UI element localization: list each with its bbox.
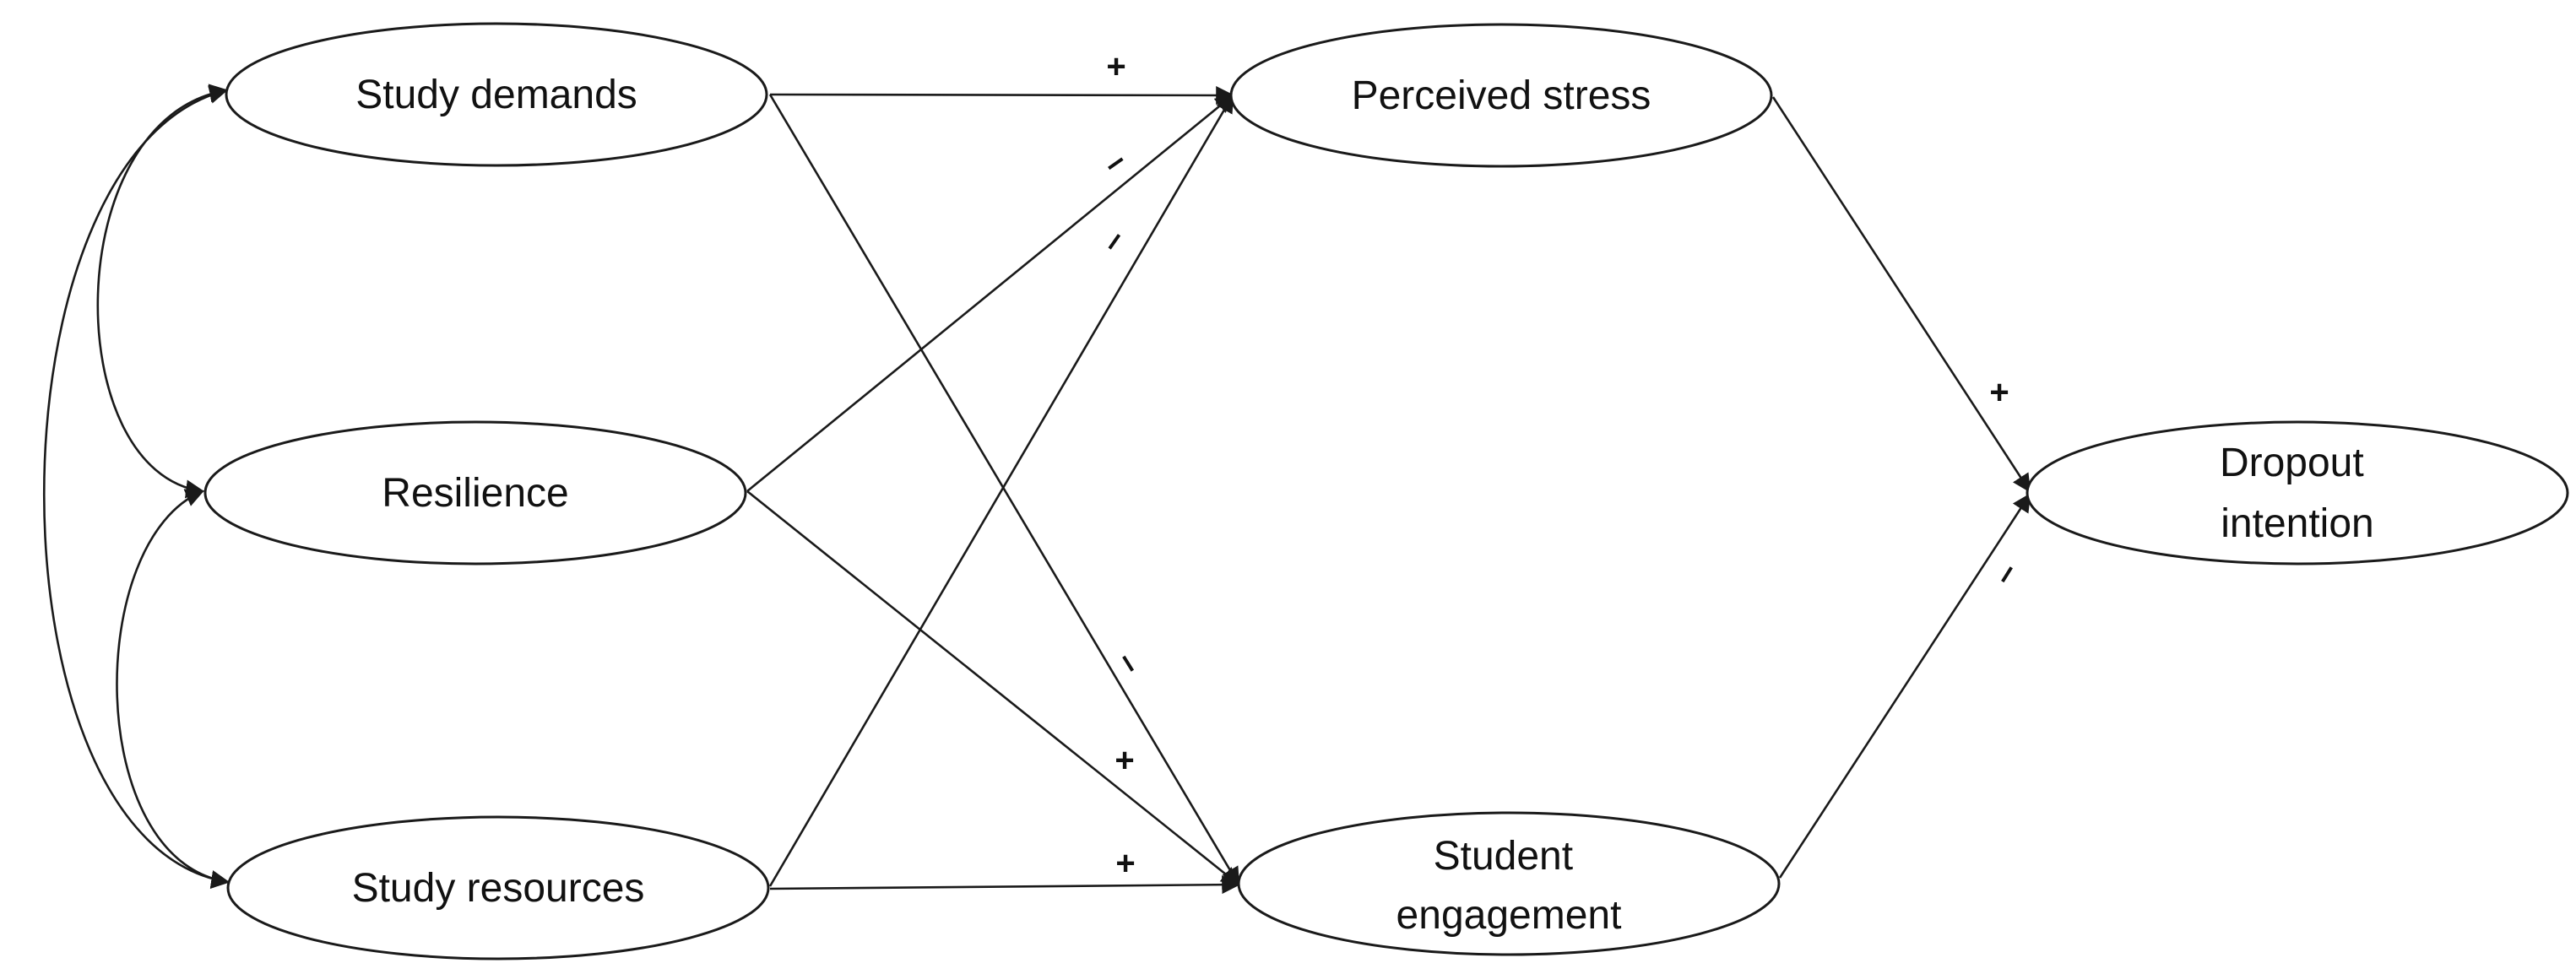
sign-engagement-to-dropout: – bbox=[1985, 555, 2026, 591]
node-resilience: Resilience bbox=[203, 420, 747, 565]
covariance-resilience-resources bbox=[116, 489, 230, 889]
covariance-demands-resilience bbox=[96, 84, 229, 499]
node-student-engagement-label: Student engagement bbox=[1396, 834, 1622, 938]
node-resilience-label: Resilience bbox=[382, 471, 568, 516]
node-student-engagement: Student engagement bbox=[1237, 811, 1781, 956]
sign-stress-to-dropout: + bbox=[1989, 374, 2009, 411]
node-dropout-intention: Dropout intention bbox=[2026, 420, 2569, 565]
node-study-resources: Study resources bbox=[226, 815, 770, 960]
node-student-engagement-line-2: engagement bbox=[1396, 893, 1622, 938]
path-engagement-to-dropout bbox=[1778, 493, 2031, 879]
path-resilience-to-engagement bbox=[746, 490, 1240, 886]
node-study-demands: Study demands bbox=[225, 22, 768, 167]
path-resources-to-engagement bbox=[769, 875, 1241, 895]
path-stress-to-dropout bbox=[1771, 96, 2031, 493]
sign-resilience-to-engagement: + bbox=[1114, 742, 1134, 779]
node-perceived-stress: Perceived stress bbox=[1229, 23, 1773, 168]
path-demands-to-engagement bbox=[768, 94, 1240, 886]
node-student-engagement-line-1: Student bbox=[1434, 834, 1573, 879]
covariance-demands-resources bbox=[42, 85, 230, 889]
sign-resources-to-engagement: + bbox=[1115, 845, 1135, 882]
path-resilience-to-stress bbox=[746, 94, 1234, 493]
node-study-resources-label: Study resources bbox=[352, 866, 645, 911]
sign-resilience-to-stress: – bbox=[1096, 142, 1132, 183]
sign-resources-to-stress: – bbox=[1093, 222, 1134, 258]
node-study-demands-label: Study demands bbox=[355, 73, 637, 117]
node-perceived-stress-label: Perceived stress bbox=[1352, 73, 1651, 118]
node-dropout-intention-line-2: intention bbox=[2221, 501, 2373, 546]
node-dropout-intention-line-1: Dropout bbox=[2220, 441, 2364, 485]
node-dropout-intention-label: Dropout intention bbox=[2220, 441, 2375, 546]
path-resources-to-stress bbox=[768, 94, 1234, 887]
sign-demands-to-stress: + bbox=[1106, 48, 1125, 85]
